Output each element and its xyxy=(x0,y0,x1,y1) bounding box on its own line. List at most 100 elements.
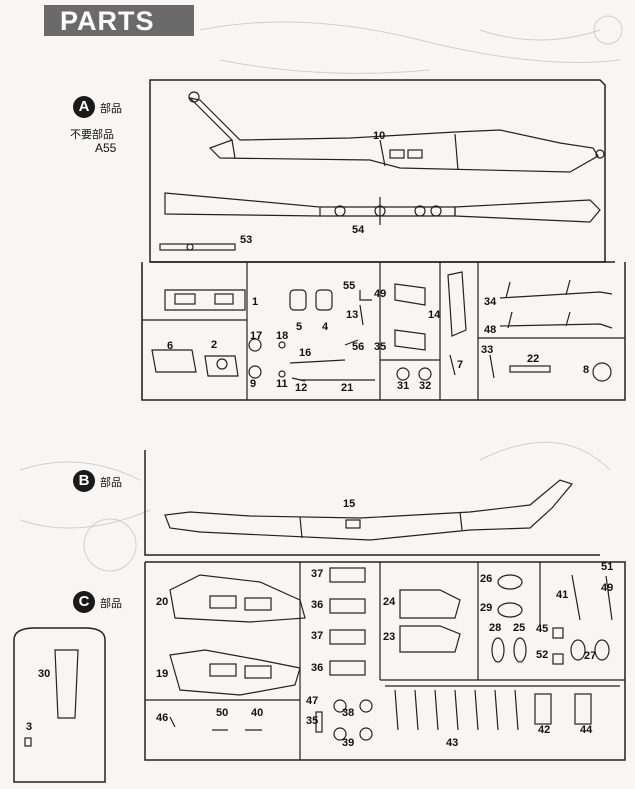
part-number-label: 55 xyxy=(343,280,356,292)
sprue-a-label: 部品 xyxy=(100,103,122,115)
part-8 xyxy=(592,362,612,382)
part-number-label: 25 xyxy=(513,622,526,634)
part-47 xyxy=(315,711,323,733)
part-number-label: 44 xyxy=(580,724,593,736)
part-44 xyxy=(574,693,592,725)
part-54-rotor xyxy=(164,192,601,225)
part-4 xyxy=(315,289,333,311)
part-9 xyxy=(248,365,262,379)
parts-title: PARTS xyxy=(60,6,155,36)
part-5 xyxy=(289,289,307,311)
part-39a xyxy=(333,727,347,741)
part-37b xyxy=(329,629,366,645)
part-number-label: 36 xyxy=(311,662,324,674)
part-14 xyxy=(447,271,467,337)
part-number-label: 51 xyxy=(601,561,614,573)
part-number-label: 13 xyxy=(346,309,359,321)
sprue-a-frame xyxy=(141,79,626,401)
part-number-label: 40 xyxy=(251,707,264,719)
part-37a xyxy=(329,567,366,583)
part-number-label: 38 xyxy=(342,707,355,719)
part-number-label: 15 xyxy=(343,498,356,510)
part-number-label: 43 xyxy=(446,737,459,749)
part-27a xyxy=(570,639,586,661)
part-number-label: 46 xyxy=(156,712,169,724)
unused-parts-label: 不要部品 xyxy=(70,129,114,141)
part-34-skid xyxy=(499,279,613,299)
sprue-b-label: 部品 xyxy=(100,477,122,489)
part-number-label: 11 xyxy=(276,378,288,390)
part-number-label: 33 xyxy=(481,344,494,356)
part-number-label: 35 xyxy=(306,715,319,727)
part-53 xyxy=(159,243,236,251)
part-number-label: 50 xyxy=(216,707,229,719)
part-number-label: 42 xyxy=(538,724,551,736)
unused-parts-value: A55 xyxy=(95,141,117,155)
part-23 xyxy=(399,625,461,653)
sprue-c-badge: C xyxy=(73,591,95,613)
part-number-label: 54 xyxy=(352,224,365,236)
part-25 xyxy=(513,637,527,663)
part-number-label: 31 xyxy=(397,380,410,392)
part-49 xyxy=(394,283,426,306)
part-number-label: 37 xyxy=(311,630,324,642)
part-1 xyxy=(164,289,246,311)
part-number-label: 5 xyxy=(296,321,303,333)
part-number-label: 49 xyxy=(374,288,387,300)
part-48-skid xyxy=(499,311,613,329)
part-12 xyxy=(291,377,306,382)
part-number-label: 9 xyxy=(250,378,257,390)
part-number-label: 48 xyxy=(484,324,497,336)
part-27b xyxy=(594,639,610,661)
part-11 xyxy=(278,370,286,378)
part-15-fuselage xyxy=(164,479,574,541)
sprue-a-badge: A xyxy=(73,96,95,118)
part-number-label: 8 xyxy=(583,364,590,376)
part-20-cabin xyxy=(169,574,306,623)
part-55 xyxy=(359,290,372,301)
part-number-label: 12 xyxy=(295,382,308,394)
part-number-label: 18 xyxy=(276,330,289,342)
sprue-b-frame xyxy=(144,450,600,556)
part-number-label: 26 xyxy=(480,573,493,585)
part-13 xyxy=(359,304,364,326)
part-number-label: 10 xyxy=(373,130,386,142)
part-number-label: 30 xyxy=(38,668,51,680)
part-19-cabin xyxy=(169,649,301,696)
part-22 xyxy=(509,365,551,373)
part-number-label: 23 xyxy=(383,631,396,643)
part-number-label: 17 xyxy=(250,330,263,342)
part-36b xyxy=(329,660,366,676)
part-33 xyxy=(489,354,495,379)
part-42 xyxy=(534,693,552,725)
part-number-label: 21 xyxy=(341,382,354,394)
part-number-label: 19 xyxy=(156,668,169,680)
part-number-label: 2 xyxy=(211,339,218,351)
sprue-b-badge: B xyxy=(73,470,95,492)
part-17 xyxy=(248,338,262,352)
part-number-label: 49 xyxy=(601,582,614,594)
part-41 xyxy=(571,574,581,621)
part-number-label: 41 xyxy=(556,589,569,601)
part-number-label: 24 xyxy=(383,596,396,608)
part-7 xyxy=(449,354,456,376)
part-52 xyxy=(552,653,564,665)
part-number-label: 53 xyxy=(240,234,253,246)
part-number-label: 37 xyxy=(311,568,324,580)
part-number-label: 7 xyxy=(457,359,464,371)
part-number-label: 27 xyxy=(584,650,597,662)
part-38b xyxy=(359,699,373,713)
part-24 xyxy=(399,589,461,619)
part-number-label: 29 xyxy=(480,602,493,614)
part-39b xyxy=(359,727,373,741)
part-number-label: 39 xyxy=(342,737,355,749)
part-26 xyxy=(497,574,523,590)
parts-header: PARTS xyxy=(44,5,194,36)
part-38a xyxy=(333,699,347,713)
part-number-label: 56 xyxy=(352,341,365,353)
part-number-label: 47 xyxy=(306,695,319,707)
part-46 xyxy=(169,716,176,728)
